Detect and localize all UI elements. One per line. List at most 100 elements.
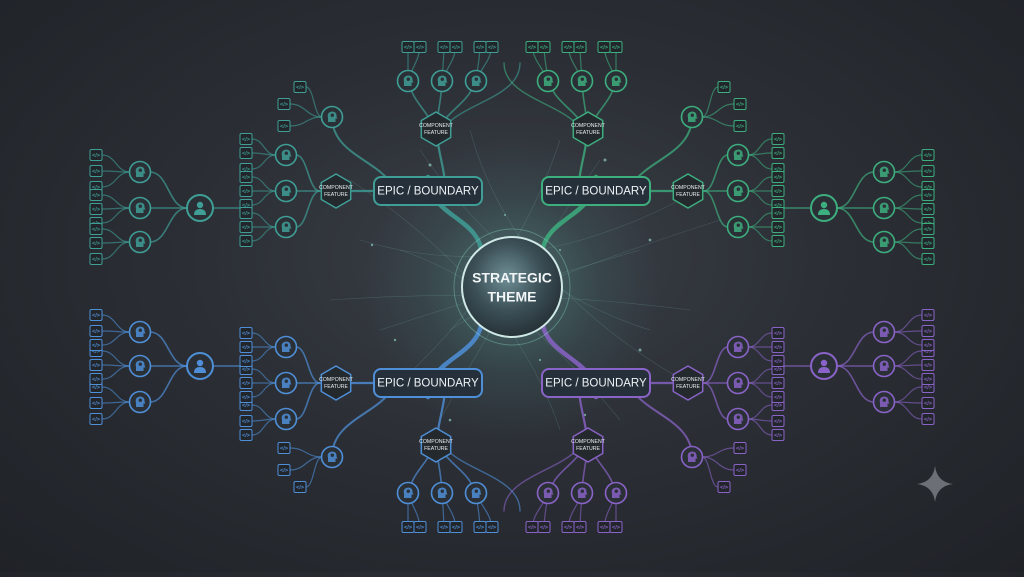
task-node[interactable]: </>	[239, 147, 253, 159]
task-node[interactable]: </>	[733, 442, 747, 454]
task-node[interactable]: </>	[597, 521, 611, 533]
task-node[interactable]: </>	[413, 41, 427, 53]
task-node[interactable]: </>	[921, 339, 935, 351]
task-node[interactable]: </>	[921, 309, 935, 321]
head-node[interactable]	[128, 390, 152, 414]
task-node[interactable]: </>	[449, 521, 463, 533]
head-node[interactable]	[128, 354, 152, 378]
task-node[interactable]: </>	[89, 397, 103, 409]
epic-boundary-node[interactable]: EPIC / BOUNDARY	[541, 176, 651, 206]
task-node[interactable]: </>	[771, 377, 785, 389]
head-node[interactable]	[872, 354, 896, 378]
head-node[interactable]	[570, 69, 594, 93]
task-node[interactable]: </>	[771, 221, 785, 233]
task-node[interactable]: </>	[921, 165, 935, 177]
task-node[interactable]: </>	[239, 327, 253, 339]
head-node[interactable]	[726, 335, 750, 359]
head-node[interactable]	[872, 196, 896, 220]
task-node[interactable]: </>	[89, 165, 103, 177]
task-node[interactable]: </>	[537, 41, 551, 53]
task-node[interactable]: </>	[239, 415, 253, 427]
task-node[interactable]: </>	[771, 327, 785, 339]
task-node[interactable]: </>	[771, 341, 785, 353]
task-node[interactable]: </>	[921, 325, 935, 337]
task-node[interactable]: </>	[89, 373, 103, 385]
task-node[interactable]: </>	[921, 397, 935, 409]
task-node[interactable]: </>	[239, 207, 253, 219]
task-node[interactable]: </>	[771, 391, 785, 403]
task-node[interactable]: </>	[239, 171, 253, 183]
task-node[interactable]: </>	[573, 41, 587, 53]
task-node[interactable]: </>	[89, 413, 103, 425]
task-node[interactable]: </>	[561, 521, 575, 533]
head-node[interactable]	[274, 407, 298, 431]
epic-boundary-node[interactable]: EPIC / BOUNDARY	[373, 368, 483, 398]
head-node[interactable]	[680, 105, 704, 129]
head-node[interactable]	[726, 215, 750, 239]
task-node[interactable]: </>	[609, 521, 623, 533]
task-node[interactable]: </>	[485, 521, 499, 533]
epic-boundary-node[interactable]: EPIC / BOUNDARY	[373, 176, 483, 206]
head-node[interactable]	[274, 371, 298, 395]
task-node[interactable]: </>	[485, 41, 499, 53]
head-node[interactable]	[396, 481, 420, 505]
person-node[interactable]	[186, 352, 214, 380]
head-node[interactable]	[726, 407, 750, 431]
task-node[interactable]: </>	[89, 359, 103, 371]
head-node[interactable]	[680, 445, 704, 469]
task-node[interactable]: </>	[921, 413, 935, 425]
task-node[interactable]: </>	[239, 391, 253, 403]
task-node[interactable]: </>	[89, 149, 103, 161]
head-node[interactable]	[536, 481, 560, 505]
task-node[interactable]: </>	[239, 235, 253, 247]
task-node[interactable]: </>	[401, 521, 415, 533]
head-node[interactable]	[872, 230, 896, 254]
task-node[interactable]: </>	[771, 171, 785, 183]
head-node[interactable]	[274, 215, 298, 239]
head-node[interactable]	[464, 481, 488, 505]
task-node[interactable]: </>	[597, 41, 611, 53]
task-node[interactable]: </>	[771, 355, 785, 367]
task-node[interactable]: </>	[277, 120, 291, 132]
head-node[interactable]	[464, 69, 488, 93]
person-node[interactable]	[810, 352, 838, 380]
head-node[interactable]	[536, 69, 560, 93]
task-node[interactable]: </>	[921, 149, 935, 161]
head-node[interactable]	[274, 335, 298, 359]
head-node[interactable]	[320, 105, 344, 129]
task-node[interactable]: </>	[277, 464, 291, 476]
task-node[interactable]: </>	[89, 223, 103, 235]
head-node[interactable]	[128, 320, 152, 344]
task-node[interactable]: </>	[771, 147, 785, 159]
task-node[interactable]: </>	[525, 41, 539, 53]
head-node[interactable]	[604, 69, 628, 93]
task-node[interactable]: </>	[573, 521, 587, 533]
task-node[interactable]: </>	[89, 253, 103, 265]
task-node[interactable]: </>	[239, 355, 253, 367]
task-node[interactable]: </>	[921, 237, 935, 249]
task-node[interactable]: </>	[537, 521, 551, 533]
task-node[interactable]: </>	[733, 120, 747, 132]
task-node[interactable]: </>	[717, 81, 731, 93]
task-node[interactable]: </>	[293, 481, 307, 493]
task-node[interactable]: </>	[239, 185, 253, 197]
task-node[interactable]: </>	[401, 41, 415, 53]
task-node[interactable]: </>	[277, 442, 291, 454]
head-node[interactable]	[604, 481, 628, 505]
task-node[interactable]: </>	[609, 41, 623, 53]
head-node[interactable]	[726, 179, 750, 203]
task-node[interactable]: </>	[733, 464, 747, 476]
task-node[interactable]: </>	[561, 41, 575, 53]
head-node[interactable]	[570, 481, 594, 505]
head-node[interactable]	[274, 143, 298, 167]
head-node[interactable]	[872, 320, 896, 344]
task-node[interactable]: </>	[771, 133, 785, 145]
head-node[interactable]	[128, 160, 152, 184]
person-node[interactable]	[810, 194, 838, 222]
